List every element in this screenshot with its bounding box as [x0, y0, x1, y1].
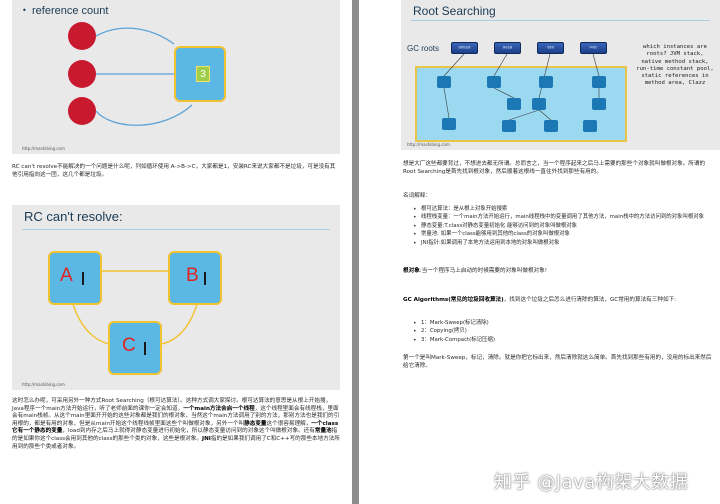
gc-root-label: JNI指针 [589, 46, 598, 49]
heap-object-node [583, 120, 597, 132]
gc-root-label: 静态变量 [502, 46, 513, 49]
object-a-box: A [48, 251, 102, 305]
root-searching-slide: Root Searching GC roots 线程栈变量 静态变量 常量池 J… [401, 0, 720, 150]
list-item: 常量池: 如果一个class能够用到其他的class的对象叫做根对象 [411, 231, 711, 238]
mark-sweep-paragraph: 第一个是叫Mark-Sweep，标记，清除。就是你把它标出来，然后清除就这么简单… [403, 355, 712, 369]
roots-side-note: which instances are roots? JVM stack, na… [636, 44, 714, 87]
rc-problem-paragraph: RC can't resolve不能解决的一个问题是什么呢，列如循环使用 A->… [12, 164, 336, 178]
root-searching-intro-paragraph: 这时怎么办呢，可采用另外一种方式Root Searching（根可达算法）。这种… [12, 398, 340, 450]
heap-object-node [544, 120, 558, 132]
list-item: 静态变量:T.class对静态变量初始化 能够访问到的对象叫做根对象 [411, 223, 711, 230]
heap-object-node [437, 76, 451, 88]
root-object-definition: 根对象:当一个程序马上启动的时候需要的对象叫做根对象! [403, 268, 547, 274]
object-c-box: C [108, 321, 162, 375]
object-a-label: A [60, 265, 73, 286]
list-item: 根可达算法：是从根上对象开始搜索 [411, 206, 711, 213]
gc-root-jni-pointer: JNI指针 [580, 42, 607, 54]
gc-root-constant-pool: 常量池 [537, 42, 564, 54]
referenced-object-box: 3 [174, 46, 226, 102]
gc-algorithms-list: 1：Mark-Sweep(标记清除) 2：Copying(拷贝) 3：Mark-… [411, 320, 691, 345]
slide-watermark: http://mashibing.com [407, 142, 450, 147]
heap-object-node [532, 98, 546, 110]
object-b-box: B [168, 251, 222, 305]
heap-object-node [487, 76, 501, 88]
object-a-count-bar [82, 272, 84, 285]
list-item: JNI指针:如果调用了本地方法运用到本地的对象叫做根对象 [411, 240, 711, 247]
reference-count-slide: • reference count 3 http://mashibing.com [12, 0, 340, 154]
slide-bullet-dot: • [22, 6, 27, 15]
gc-root-static-var: 静态变量 [494, 42, 521, 54]
gc-roots-label: GC roots [407, 44, 440, 53]
slide-watermark: http://mashibing.com [22, 146, 65, 151]
site-watermark: 知乎 @Java构架大数据 [494, 472, 689, 493]
heap-object-node [502, 120, 516, 132]
gc-root-label: 线程栈变量 [458, 46, 471, 49]
reference-count-badge: 3 [196, 66, 210, 82]
reference-count-label: reference count [32, 5, 109, 17]
red-circle-1 [68, 22, 96, 50]
object-b-count-bar [204, 272, 206, 285]
list-item: 1：Mark-Sweep(标记清除) [411, 320, 691, 327]
heap-object-node [539, 76, 553, 88]
reference-count-value: 3 [200, 69, 206, 80]
reference-lines [95, 27, 193, 126]
root-types-list: 根可达算法：是从根上对象开始搜索 线程栈变量：一个main方法开始运行，main… [411, 206, 711, 248]
rc-cant-resolve-slide: RC can't resolve: A B C http://mashibing… [12, 205, 340, 390]
heap-object-node [592, 76, 606, 88]
list-item: 2：Copying(拷贝) [411, 328, 691, 335]
gc-algorithms-intro: GC Algorithms(常见的垃圾回收算法)，找到这个垃圾之后怎么进行清除的… [403, 297, 677, 303]
red-circle-2 [68, 60, 96, 88]
slide-watermark: http://mashibing.com [22, 382, 65, 387]
right-page: Root Searching GC roots 线程栈变量 静态变量 常量池 J… [359, 0, 720, 504]
root-searching-title: Root Searching [413, 4, 496, 18]
object-c-count-bar [144, 342, 146, 355]
title-divider [22, 229, 330, 230]
heap-object-node [592, 98, 606, 110]
heap-object-node [442, 118, 456, 130]
root-objects-paragraph: 想是大厂这些都要背过，不想进去都无所谓。总而言之，当一个程序起来之后马上需要的那… [403, 161, 706, 175]
object-b-label: B [186, 265, 199, 286]
list-item: 3：Mark-Compact(标记压缩) [411, 337, 691, 344]
red-circle-3 [68, 97, 96, 125]
rc-cant-resolve-title: RC can't resolve: [24, 209, 123, 224]
title-divider [411, 20, 710, 21]
list-item: 线程栈变量：一个main方法开始运行，main线程栈中的变量调用了其他方法，ma… [411, 214, 711, 221]
gc-root-thread-stack: 线程栈变量 [451, 42, 478, 54]
object-graph-edges [443, 53, 600, 121]
left-page: • reference count 3 http://mashibing.com… [0, 0, 352, 504]
object-c-label: C [122, 335, 136, 356]
heap-object-node [507, 98, 521, 110]
terms-heading: 名词解释： [403, 193, 431, 199]
gc-root-label: 常量池 [546, 46, 555, 49]
